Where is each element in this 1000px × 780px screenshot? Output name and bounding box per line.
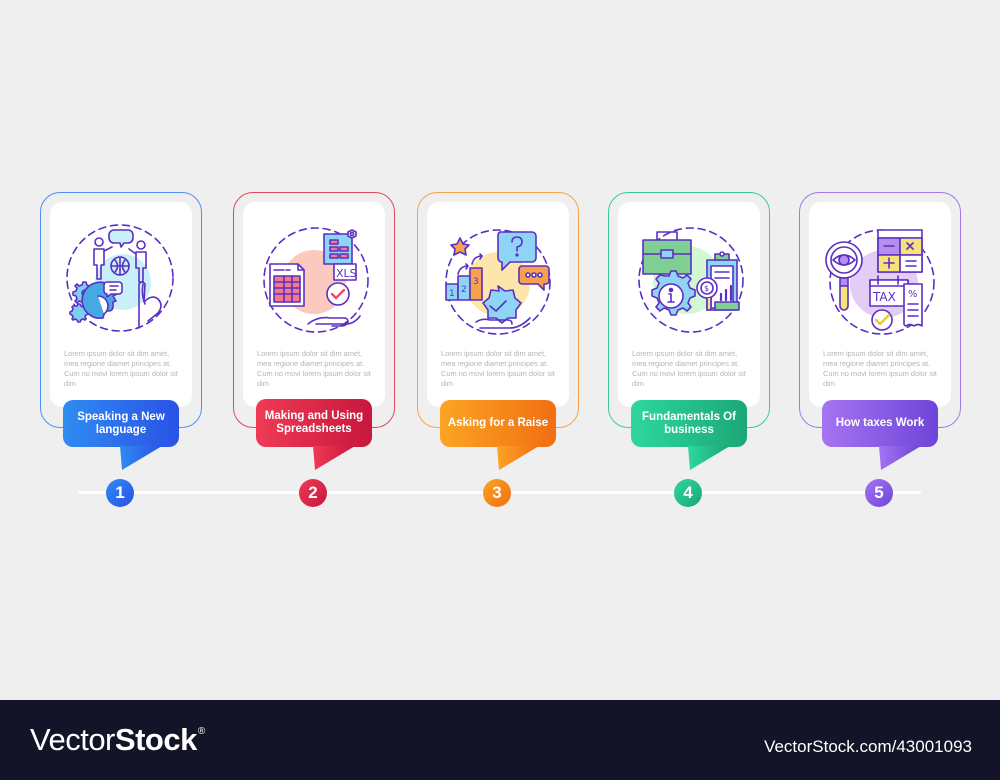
step-number-badge: 3 [483,479,511,507]
brand-logo-light: Vector [30,722,115,757]
svg-text:2: 2 [461,285,467,295]
step-2: XLS Lorem ipsum dolor sit dim amet, mea … [233,192,395,512]
raise-request-icon: 1 2 3 [440,224,556,336]
svg-text:TAX: TAX [872,290,896,304]
svg-text:3: 3 [473,277,479,287]
watermark-footer: VectorStock® VectorStock.com/43001093 [0,700,1000,780]
step-3: 1 2 3 Lorem ipsum dolor sit dim amet, me… [417,192,579,512]
callout-tail [879,446,921,472]
step-number-badge: 5 [865,479,893,507]
step-4: $ Lorem ipsum dolor sit dim amet, mea re… [608,192,770,512]
step-number-badge: 4 [674,479,702,507]
step-description: Lorem ipsum dolor sit dim amet, mea regi… [823,349,937,388]
step-title-label: Speaking a New language [63,400,179,447]
step-description: Lorem ipsum dolor sit dim amet, mea regi… [632,349,746,388]
step-title-label: Fundamentals Of business [631,400,747,447]
tax-calculation-icon: TAX % [822,224,938,336]
infographic-canvas: Lorem ipsum dolor sit dim amet, mea regi… [40,192,961,512]
business-fundamentals-icon: $ [631,224,747,336]
step-number-badge: 2 [299,479,327,507]
step-1: Lorem ipsum dolor sit dim amet, mea regi… [40,192,202,512]
brand-logo-bold: Stock [114,722,197,757]
image-reference: VectorStock.com/43001093 [764,737,972,756]
step-number-badge: 1 [106,479,134,507]
svg-text:$: $ [704,284,709,293]
spreadsheet-xls-icon: XLS [256,224,372,336]
step-5: TAX % Lorem ipsum dolor sit dim amet, me… [799,192,961,512]
step-title-label: Asking for a Raise [440,400,556,447]
callout-tail [120,446,162,472]
step-title-label: How taxes Work [822,400,938,447]
callout-tail [497,446,539,472]
svg-text:1: 1 [449,289,455,299]
step-description: Lorem ipsum dolor sit dim amet, mea regi… [257,349,371,388]
language-communication-icon [63,224,179,336]
step-description: Lorem ipsum dolor sit dim amet, mea regi… [64,349,178,388]
step-title-label: Making and Using Spreadsheets [256,399,372,447]
svg-text:XLS: XLS [336,267,357,280]
svg-text:%: % [908,289,918,300]
callout-tail [313,446,355,472]
callout-tail [688,446,730,472]
registered-mark: ® [197,726,205,737]
brand-logo: VectorStock® [30,722,205,758]
step-description: Lorem ipsum dolor sit dim amet, mea regi… [441,349,555,388]
